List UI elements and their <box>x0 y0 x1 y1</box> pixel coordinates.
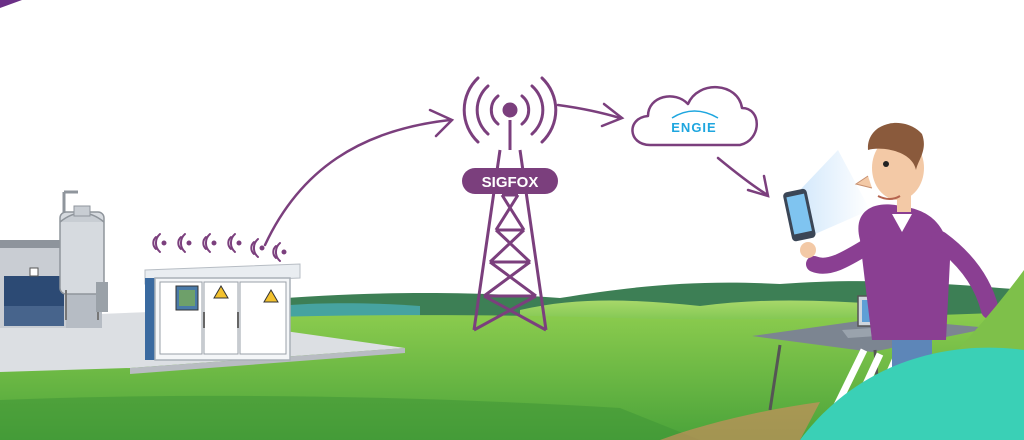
cabinet-signal-waves <box>152 233 287 262</box>
teal-corner <box>800 347 1024 440</box>
tower-antenna-waves <box>462 76 558 144</box>
sigfox-label: SIGFOX <box>482 174 539 191</box>
corner-accent <box>0 0 22 8</box>
engie-logo-arc <box>671 110 719 119</box>
arrow-to-cloud <box>556 102 625 128</box>
engie-logo-text: ENGIE <box>671 120 716 135</box>
smartphone <box>783 188 816 242</box>
arrow-to-tower <box>263 108 455 247</box>
sigfox-badge <box>462 168 558 194</box>
phone-light-beam <box>800 150 870 238</box>
industrial-building <box>0 190 108 328</box>
arrow-to-phone <box>716 156 770 198</box>
grass-shadow <box>0 395 700 440</box>
sensor-cabinet <box>144 263 301 361</box>
warning-icon <box>213 285 229 299</box>
engie-cloud: ENGIE <box>631 86 758 147</box>
warning-icon <box>263 289 279 303</box>
person-with-phone <box>783 122 999 390</box>
